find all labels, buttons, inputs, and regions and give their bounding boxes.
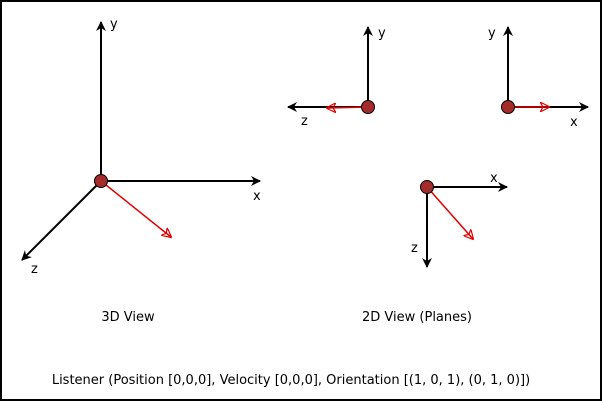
z-axis-label-3d: z [31,262,38,277]
plane-xz-vertical-label: z [411,241,418,256]
view-3d: y x z 3D View [21,17,261,325]
y-axis-label-3d: y [110,17,118,32]
z-axis-3d [21,180,102,261]
plane-xz: x z [411,171,508,268]
plane-xz-orientation-vector [426,186,473,239]
plane-xy-vertical-label: y [488,26,496,41]
plane-xz-horizontal-label: x [490,171,498,186]
plane-xz-listener-dot [420,180,434,194]
caption-2d-view: 2D View (Planes) [362,310,472,325]
plane-xy-horizontal-label: x [570,115,578,130]
plane-xy-listener-dot [501,100,515,114]
orientation-vector-3d [100,180,171,237]
x-axis-label-3d: x [253,189,261,204]
plane-zy-vertical-label: y [378,26,386,41]
plane-zy: y z [287,26,386,129]
listener-dot-3d [94,174,108,188]
plane-zy-listener-dot [361,100,375,114]
plane-zy-horizontal-label: z [301,114,308,129]
listener-description: Listener (Position [0,0,0], Velocity [0,… [52,373,530,388]
plane-xy: y x [488,26,589,130]
caption-3d-view: 3D View [101,310,155,325]
